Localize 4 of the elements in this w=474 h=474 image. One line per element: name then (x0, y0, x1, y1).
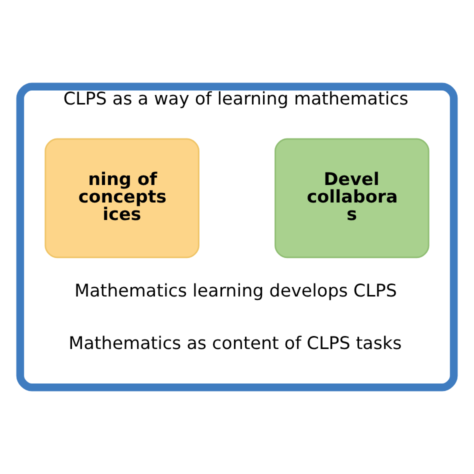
label: Mathematics learning develops CLPS (74, 282, 397, 302)
node-box: ning of concepts ices (44, 138, 200, 258)
label: Mathematics as content of CLPS tasks (68, 334, 402, 354)
node-box: Devel collabora s (274, 138, 430, 258)
